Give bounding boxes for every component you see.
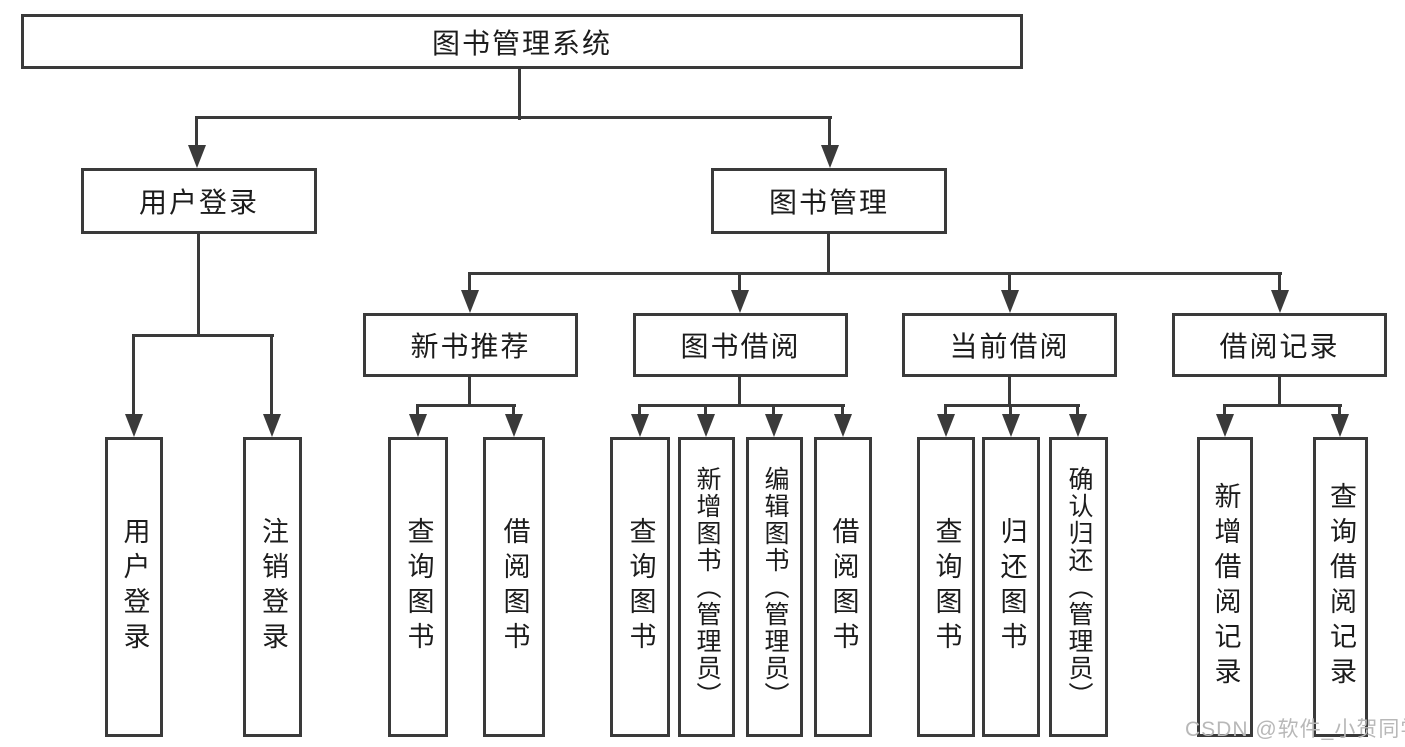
connector-v: [827, 234, 830, 275]
connector-v: [841, 404, 844, 416]
arrow-down-icon: [834, 414, 852, 437]
arrow-down-icon: [1001, 290, 1019, 313]
connector-v: [1076, 404, 1079, 416]
connector-v: [1278, 377, 1281, 407]
arrow-down-icon: [697, 414, 715, 437]
leaf-bb-edit-books-admin: 编辑图书（管理员）: [746, 437, 803, 737]
connector-h: [195, 116, 832, 119]
connector-v: [772, 404, 775, 416]
connector-h: [416, 404, 516, 407]
arrow-down-icon: [461, 290, 479, 313]
connector-v: [704, 404, 707, 416]
arrow-down-icon: [1069, 414, 1087, 437]
connector-v: [132, 334, 135, 415]
arrow-down-icon: [505, 414, 523, 437]
arrow-down-icon: [188, 145, 206, 168]
connector-v: [1008, 377, 1011, 407]
leaf-bb-query-books: 查询图书: [610, 437, 670, 737]
connector-v: [197, 234, 200, 337]
connector-v: [1278, 273, 1281, 292]
connector-h: [132, 334, 274, 337]
arrow-down-icon: [1002, 414, 1020, 437]
node-root-system: 图书管理系统: [21, 14, 1023, 69]
node-new-book-recommend: 新书推荐: [363, 313, 578, 377]
node-borrow-records: 借阅记录: [1172, 313, 1387, 377]
connector-v: [738, 377, 741, 407]
connector-v: [828, 117, 831, 148]
node-user-login: 用户登录: [81, 168, 317, 234]
connector-v: [468, 377, 471, 407]
arrow-down-icon: [1271, 290, 1289, 313]
leaf-cb-query-books: 查询图书: [917, 437, 975, 737]
connector-v: [468, 273, 471, 292]
arrow-down-icon: [125, 414, 143, 437]
connector-v: [738, 273, 741, 292]
connector-v: [944, 404, 947, 416]
arrow-down-icon: [937, 414, 955, 437]
leaf-user-login: 用户登录: [105, 437, 163, 737]
node-book-management: 图书管理: [711, 168, 947, 234]
arrow-down-icon: [1216, 414, 1234, 437]
arrow-down-icon: [821, 145, 839, 168]
connector-v: [512, 404, 515, 416]
leaf-bb-borrow-books: 借阅图书: [814, 437, 872, 737]
arrow-down-icon: [1331, 414, 1349, 437]
connector-h: [638, 404, 845, 407]
arrow-down-icon: [409, 414, 427, 437]
leaf-logout-login: 注销登录: [243, 437, 302, 737]
connector-h: [1223, 404, 1342, 407]
leaf-cb-confirm-return-admin: 确认归还（管理员）: [1049, 437, 1108, 737]
node-current-borrowing: 当前借阅: [902, 313, 1117, 377]
node-book-borrowing: 图书借阅: [633, 313, 848, 377]
arrow-down-icon: [263, 414, 281, 437]
leaf-nb-borrow-books: 借阅图书: [483, 437, 545, 737]
connector-v: [1223, 404, 1226, 416]
arrow-down-icon: [765, 414, 783, 437]
watermark: CSDN @软件_小贺同学: [1185, 718, 1405, 741]
connector-v: [416, 404, 419, 416]
leaf-bb-add-books-admin: 新增图书（管理员）: [678, 437, 735, 737]
connector-v: [1009, 404, 1012, 416]
connector-h: [944, 404, 1080, 407]
connector-v: [195, 117, 198, 148]
leaf-br-add-record: 新增借阅记录: [1197, 437, 1253, 737]
leaf-cb-return-books: 归还图书: [982, 437, 1040, 737]
connector-v: [1338, 404, 1341, 416]
connector-v: [518, 69, 521, 120]
arrow-down-icon: [631, 414, 649, 437]
arrow-down-icon: [731, 290, 749, 313]
connector-v: [638, 404, 641, 416]
connector-v: [270, 334, 273, 415]
leaf-br-query-record: 查询借阅记录: [1313, 437, 1368, 737]
connector-h: [468, 272, 1282, 275]
leaf-nb-query-books: 查询图书: [388, 437, 448, 737]
connector-v: [1008, 273, 1011, 292]
